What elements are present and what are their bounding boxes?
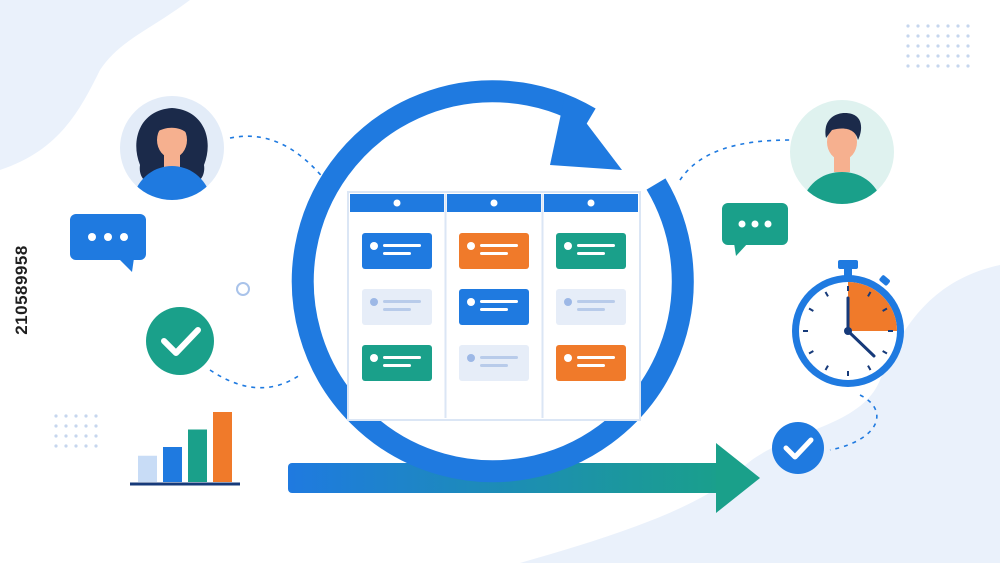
dot-grid-top-right [906, 24, 970, 68]
bar-chart-bar [213, 412, 232, 482]
background-blob-top-left [0, 0, 190, 170]
woman-avatar-icon [120, 96, 224, 200]
bar-chart-bar [138, 455, 157, 482]
blue-chat-bubble-icon [70, 214, 146, 272]
dashed-connectors [209, 135, 878, 451]
background-blob-bottom-right [520, 265, 1000, 563]
bar-chart-bar [163, 447, 182, 482]
kanban-card [556, 345, 626, 381]
kanban-card [362, 233, 432, 269]
kanban-card [459, 233, 529, 269]
bar-chart-bar [188, 429, 207, 482]
dot-grid-left [54, 414, 98, 448]
teal-chat-bubble-icon [722, 203, 788, 256]
stock-image-id-text: 210589958 [12, 245, 31, 335]
man-avatar-icon [790, 100, 894, 204]
stock-image-id: 210589958 [12, 160, 32, 420]
kanban-board-icon [347, 191, 641, 421]
bar-chart-icon [130, 412, 240, 486]
kanban-card [362, 289, 432, 325]
kanban-card [556, 233, 626, 269]
blue-checkmark-icon [772, 422, 824, 474]
kanban-card [556, 289, 626, 325]
decorative-ring [236, 282, 250, 296]
teal-checkmark-icon [146, 307, 214, 375]
kanban-card [459, 289, 529, 325]
stopwatch-icon [792, 260, 904, 387]
kanban-card [459, 345, 529, 381]
kanban-card [362, 345, 432, 381]
